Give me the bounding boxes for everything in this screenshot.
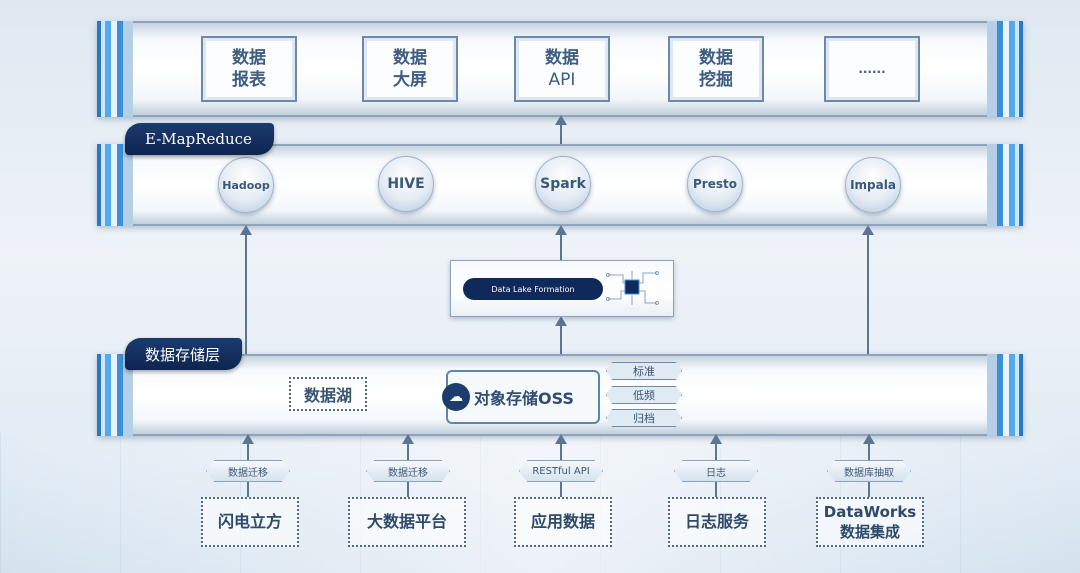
engine-label: Spark <box>540 176 586 192</box>
engine-presto[interactable]: Presto <box>687 156 743 212</box>
engine-spark[interactable]: Spark <box>535 156 591 212</box>
storage-tag-label: 数据存储层 <box>145 345 221 364</box>
engine-label: Hadoop <box>222 178 270 192</box>
emr-tag: E-MapReduce <box>125 123 274 155</box>
app-box-label: API <box>548 70 576 90</box>
engine-label: Impala <box>850 178 896 192</box>
oss-box[interactable]: ☁ 对象存储OSS <box>442 370 600 424</box>
storage-tag: 数据存储层 <box>125 338 243 370</box>
data-lake-formation-panel[interactable]: Data Lake Formation <box>450 260 674 317</box>
arrow-head <box>555 115 567 125</box>
source-label: 日志服务 <box>684 512 749 531</box>
source-label: 大数据平台 <box>366 512 447 531</box>
app-box-label: 数据 <box>393 48 427 68</box>
ingest-label-text: RESTful API <box>532 465 590 477</box>
arrow-head <box>555 434 567 444</box>
arrow-head <box>862 225 874 235</box>
arrow-line <box>560 234 562 260</box>
ingest-label-migration: 数据迁移 <box>206 460 290 482</box>
layer-cap-right <box>987 354 1023 436</box>
ingest-label-text: 日志 <box>706 467 726 479</box>
arrow-head <box>863 434 875 444</box>
app-box-more[interactable]: ...... <box>824 36 920 102</box>
source-label: DataWorks <box>823 503 917 521</box>
tier-standard[interactable]: 标准 <box>606 362 682 380</box>
arrow-head <box>240 225 252 235</box>
arrow-line <box>560 124 562 146</box>
oss-label: 对象存储OSS <box>474 389 574 408</box>
dlf-label: Data Lake Formation <box>463 278 603 300</box>
ingest-label-text: 数据迁移 <box>388 467 428 479</box>
cloud-icon: ☁ <box>442 383 470 411</box>
data-lake-label: 数据湖 <box>303 386 352 405</box>
tier-label: 低频 <box>633 389 655 402</box>
arrow-head <box>555 316 567 326</box>
source-lightning-cube[interactable]: 闪电立方 <box>201 497 299 547</box>
layer-cap-left <box>97 21 133 117</box>
layer-cap-right <box>987 144 1023 226</box>
ingest-label-migration: 数据迁移 <box>366 460 450 482</box>
app-box-report[interactable]: 数据 报表 <box>201 36 297 102</box>
source-log-service[interactable]: 日志服务 <box>668 497 766 547</box>
app-box-label: 数据 <box>545 48 579 68</box>
engine-label: Presto <box>693 177 737 191</box>
emr-tag-label: E-MapReduce <box>145 130 252 148</box>
ingest-label-text: 数据库抽取 <box>844 467 894 479</box>
source-dataworks[interactable]: DataWorks 数据集成 <box>816 497 924 547</box>
app-box-label: 大屏 <box>393 70 427 90</box>
source-application-data[interactable]: 应用数据 <box>514 497 612 547</box>
engine-impala[interactable]: Impala <box>845 157 901 213</box>
engine-label: HIVE <box>387 176 425 192</box>
arrow-line <box>245 234 247 356</box>
app-box-label: 数据 <box>232 48 266 68</box>
app-box-label: 报表 <box>232 70 266 90</box>
ingest-label-log: 日志 <box>674 460 758 482</box>
ingest-label-db-extract: 数据库抽取 <box>827 460 911 482</box>
chip-icon <box>606 271 659 305</box>
app-box-api[interactable]: 数据 API <box>514 36 610 102</box>
source-label: 数据集成 <box>839 523 900 541</box>
source-label: 应用数据 <box>530 512 595 531</box>
tier-label: 标准 <box>633 365 655 378</box>
app-box-dashboard[interactable]: 数据 大屏 <box>362 36 458 102</box>
arrow-head <box>402 434 414 444</box>
arrow-head <box>555 225 567 235</box>
arrow-head <box>242 434 254 444</box>
arrow-head <box>710 434 722 444</box>
layer-cap-right <box>987 21 1023 117</box>
source-label: 闪电立方 <box>217 512 282 531</box>
source-big-data-platform[interactable]: 大数据平台 <box>348 497 466 547</box>
arrow-line <box>867 234 869 356</box>
tier-archive[interactable]: 归档 <box>606 409 682 427</box>
tier-label: 归档 <box>633 412 655 425</box>
ingest-label-text: 数据迁移 <box>228 467 268 479</box>
data-lake-box[interactable]: 数据湖 <box>289 377 367 411</box>
arrow-line <box>560 324 562 356</box>
tier-infrequent[interactable]: 低频 <box>606 386 682 404</box>
engine-hive[interactable]: HIVE <box>378 156 434 212</box>
app-box-label: 数据 <box>699 48 733 68</box>
ingest-label-restful-api: RESTful API <box>519 460 603 482</box>
engine-hadoop[interactable]: Hadoop <box>218 157 274 213</box>
layer-cap-left <box>97 144 133 226</box>
app-box-label: 挖掘 <box>699 70 733 90</box>
app-box-mining[interactable]: 数据 挖掘 <box>668 36 764 102</box>
app-box-label: ...... <box>858 62 886 76</box>
